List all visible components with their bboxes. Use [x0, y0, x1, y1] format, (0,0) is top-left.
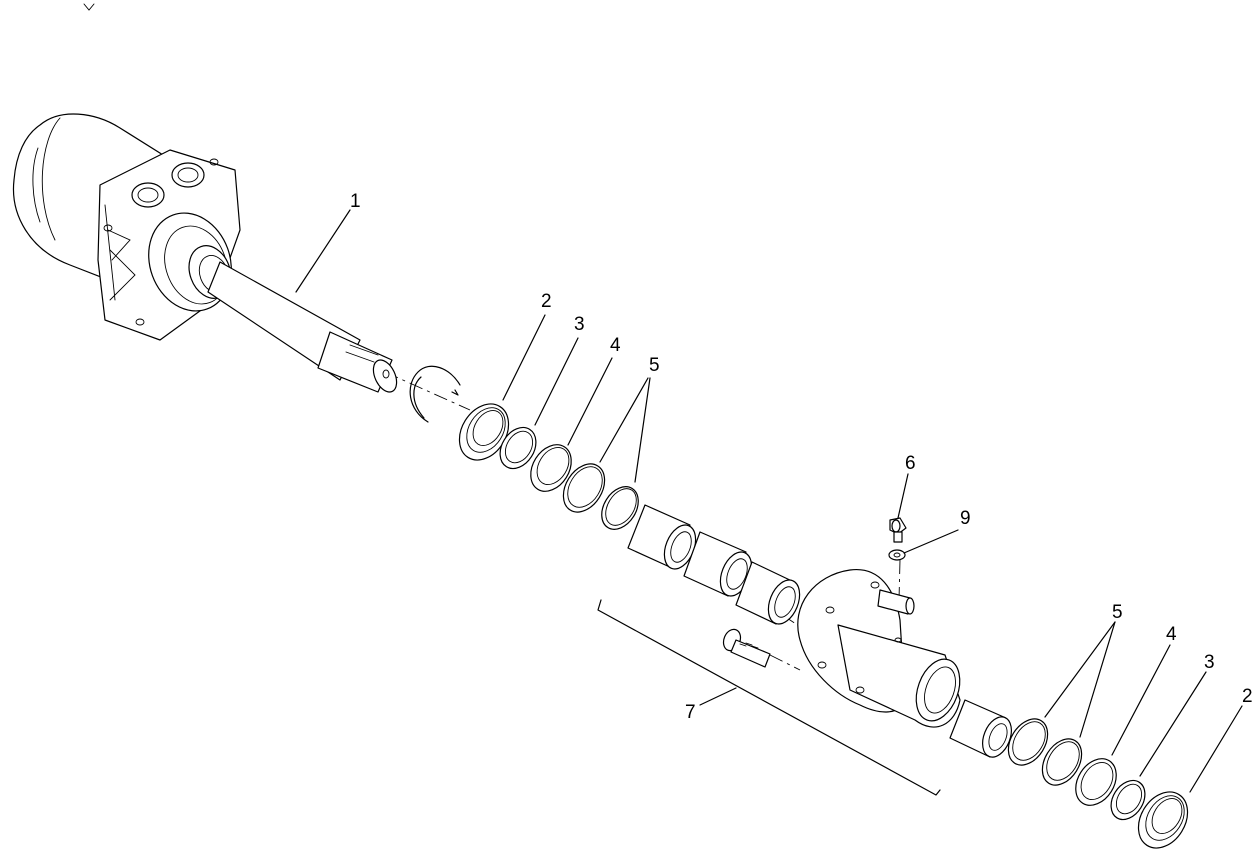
wheel-hub — [797, 569, 961, 728]
callout-9: 9 — [960, 508, 971, 529]
right-ring-stack — [1007, 718, 1189, 849]
assembly-bracket — [597, 599, 941, 796]
callout-6: 6 — [905, 453, 916, 474]
wheel-stud — [722, 628, 771, 668]
callout-4-right: 4 — [1166, 624, 1177, 645]
hydraulic-motor — [12, 113, 241, 341]
callout-5: 5 — [649, 355, 660, 376]
callout-labels: 1 2 3 4 5 6 9 7 5 4 3 2 — [350, 191, 1253, 723]
bearing-stack — [627, 504, 801, 625]
right-bearing — [949, 699, 1012, 758]
grease-fitting — [889, 517, 907, 543]
callout-2: 2 — [541, 291, 552, 312]
callout-4: 4 — [610, 335, 621, 356]
callout-2-right: 2 — [1242, 686, 1253, 707]
corner-mark — [83, 3, 95, 11]
callout-1: 1 — [350, 191, 361, 212]
retaining-ring — [409, 365, 461, 423]
callout-5-right: 5 — [1112, 602, 1123, 623]
callout-3-right: 3 — [1204, 652, 1215, 673]
left-ring-stack — [458, 403, 639, 530]
lock-washer — [888, 549, 906, 561]
motor-shaft — [207, 261, 398, 393]
callout-7: 7 — [685, 702, 696, 723]
callout-3: 3 — [574, 314, 585, 335]
leader-lines — [295, 209, 1243, 793]
